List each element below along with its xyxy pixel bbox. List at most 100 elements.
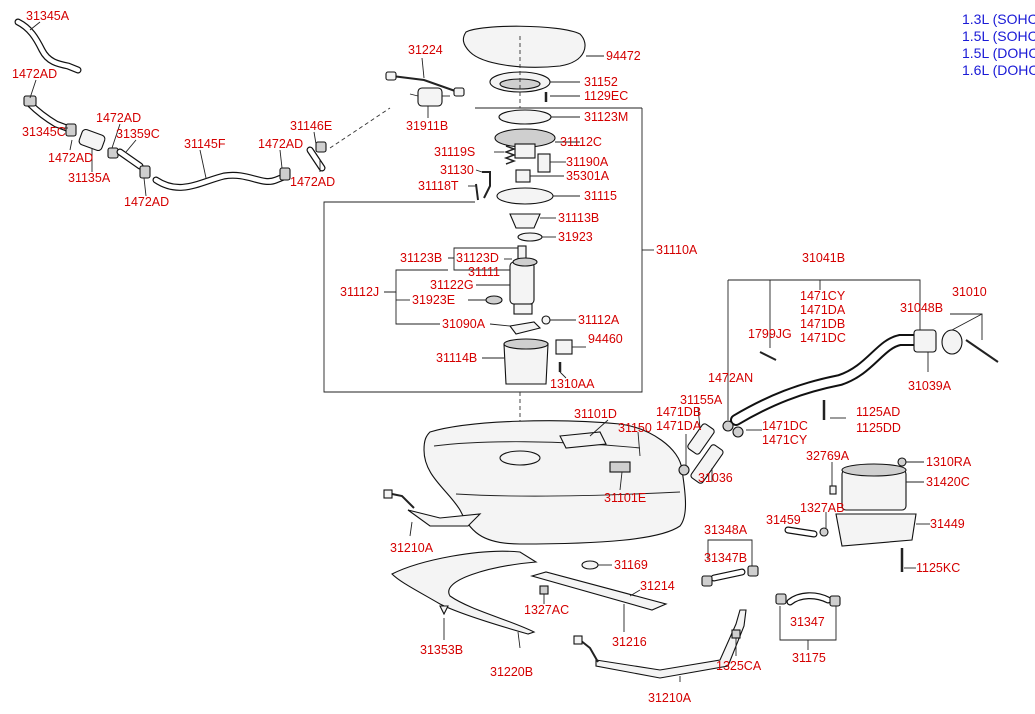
part-label: 31135A — [68, 171, 111, 185]
part-label: 31090A — [442, 317, 486, 331]
engine-variant-3: 1.5L (DOHC) — [962, 45, 1035, 61]
cap-strap-icon — [965, 339, 999, 363]
part-label: 31347 — [790, 615, 825, 629]
part-label: 31119S — [434, 145, 475, 159]
fuel-tank-body — [423, 420, 687, 545]
clip-31353B-icon — [439, 605, 449, 616]
part-label: 31123B — [400, 251, 442, 265]
part-label: 31169 — [614, 558, 648, 572]
part-label: 1472AD — [124, 195, 169, 209]
fuel-cap-31010-icon — [941, 329, 963, 355]
fuel-filter-31135A-icon — [78, 128, 106, 152]
part-label: 31923E — [412, 293, 455, 307]
clamp-icon — [775, 593, 787, 605]
part-label: 31210A — [648, 691, 692, 705]
gasket-31048B-icon — [913, 329, 937, 353]
grommet-31169-icon — [581, 560, 599, 570]
part-label: 31345A — [26, 9, 70, 23]
part-label: 31420C — [926, 475, 970, 489]
plate-31214 — [529, 571, 668, 611]
nut-1327AC-icon — [539, 585, 549, 595]
part-label: 31110A — [656, 243, 698, 257]
bracket-31118T-icon — [475, 183, 479, 201]
part-label: 1472AN — [708, 371, 753, 385]
canister-group — [784, 457, 930, 572]
fuel-pump-assembly-box — [323, 107, 654, 393]
o-ring-31923-icon — [517, 232, 543, 242]
part-label: 31041B — [802, 251, 845, 265]
filler-neck-31041B — [678, 279, 999, 484]
engine-variant-4: 1.6L (DOHC) — [962, 62, 1035, 78]
part-label: 31111 — [468, 265, 500, 279]
filter-cap-31113B-icon — [509, 213, 541, 229]
sender-wire-31224 — [391, 75, 459, 93]
part-label: 1471DA — [656, 419, 702, 433]
part-label: 1472AD — [290, 175, 335, 189]
gasket-31123M-icon — [498, 109, 552, 125]
nut-1325CA-icon — [731, 629, 741, 639]
hose-31036-icon — [690, 444, 724, 484]
part-label: 1129EC — [584, 89, 628, 103]
part-label: 31115 — [584, 189, 617, 203]
part-label: 1310RA — [926, 455, 972, 469]
clamp-icon — [747, 565, 759, 577]
fuel-pump-31111-icon — [509, 261, 535, 305]
fuel-filter-31911B-icon — [417, 87, 443, 107]
part-label: 31036 — [698, 471, 733, 485]
part-label: 35301A — [566, 169, 610, 183]
o-ring-31923E-icon — [485, 295, 503, 305]
part-label: 31101E — [604, 491, 646, 505]
bolt-icon — [897, 457, 907, 467]
sender-wire-group — [385, 57, 465, 118]
part-label: 31130 — [440, 163, 474, 177]
spring-31119S-icon — [503, 145, 517, 165]
part-label: 31345C — [22, 125, 66, 139]
hose-31155A-icon — [687, 423, 715, 455]
connector-icon — [453, 87, 465, 97]
part-label: 31152 — [584, 75, 618, 89]
part-label: 1125KC — [916, 561, 960, 575]
part-label: 1125DD — [856, 421, 901, 435]
part-label: 31112A — [578, 313, 620, 327]
ring-31115-icon — [496, 187, 554, 205]
engine-variant-legend: 1.3L (SOHC) 1.5L (SOHC) 1.5L (DOHC) 1.6L… — [962, 11, 1035, 78]
part-label: 31039A — [908, 379, 952, 393]
heat-protector-31220B — [391, 550, 538, 635]
part-label: 31114B — [436, 351, 477, 365]
tank-straps-group — [383, 489, 747, 682]
tank-opening — [499, 450, 541, 466]
part-label: 31459 — [766, 513, 801, 527]
part-label: 1472AD — [48, 151, 93, 165]
part-label: 31224 — [408, 43, 443, 57]
part-label: 31145F — [184, 137, 226, 151]
engine-variant-1: 1.3L (SOHC) — [962, 11, 1035, 27]
clamp-icon — [23, 95, 37, 107]
part-label: 31220B — [490, 665, 533, 679]
connector-icon — [385, 71, 397, 81]
vapor-hose-group — [701, 539, 841, 650]
part-label: 94460 — [588, 332, 623, 346]
sender-unit-35301A-icon — [515, 169, 531, 183]
clip-31112A-icon — [541, 315, 551, 325]
tank-bracket-31101E — [609, 461, 631, 473]
part-label: 31348A — [704, 523, 748, 537]
part-label: 1325CA — [716, 659, 762, 673]
part-label: 1472AD — [258, 137, 303, 151]
part-label: 1472AD — [12, 67, 57, 81]
clamp-icon — [107, 147, 119, 159]
part-label: 31048B — [900, 301, 943, 315]
part-label: 1327AB — [800, 501, 844, 515]
part-label: 1471CY — [800, 289, 846, 303]
part-label: 1472AD — [96, 111, 141, 125]
part-label: 31214 — [640, 579, 675, 593]
part-label: 31101D — [574, 407, 617, 421]
part-label: 31155A — [680, 393, 723, 407]
bracket-31090A-icon — [509, 321, 542, 335]
tank-plate-31101D — [559, 431, 607, 449]
part-label: 31122G — [430, 278, 474, 292]
clamp-icon — [732, 426, 744, 438]
part-label: 1125AD — [856, 405, 900, 419]
part-label: 31190A — [566, 155, 609, 169]
part-label: 31118T — [418, 179, 459, 193]
part-label: 1471DC — [762, 419, 808, 433]
